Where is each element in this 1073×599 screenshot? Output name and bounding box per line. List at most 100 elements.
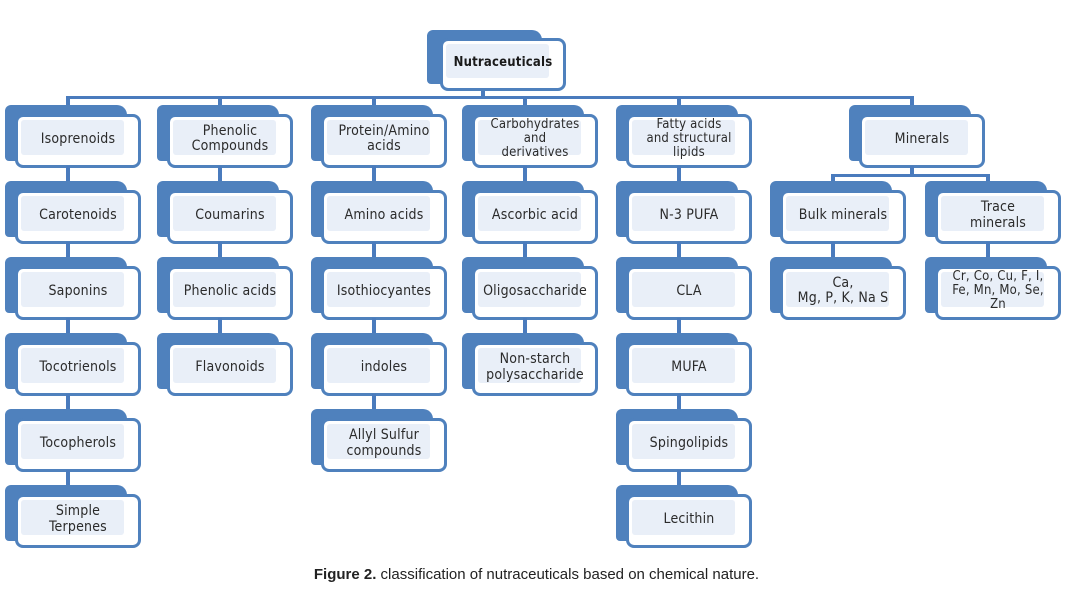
node-box: Carbohydrates and derivatives [472, 114, 598, 168]
caption-text: classification of nutraceuticals based o… [376, 566, 760, 583]
node-label: Minerals [894, 130, 950, 147]
node-panel [327, 424, 430, 459]
category-node-protein-amino-acids: Protein/Amino acids [311, 105, 447, 168]
node-box: Oligosaccharide [472, 266, 598, 320]
node-label: Oligosaccharide [483, 283, 587, 299]
item-node-carotenoids: Carotenoids [5, 181, 141, 244]
node-box: Amino acids [321, 190, 447, 244]
node-label: Lecithin [663, 511, 715, 527]
node-label: Simple Terpenes [49, 503, 107, 535]
node-label: Phenolic Compounds [191, 123, 269, 154]
connector-vertical [218, 242, 222, 259]
node-panel [632, 272, 735, 307]
connector-vertical [677, 318, 681, 335]
category-node-carbohydrates-and-derivatives: Carbohydrates and derivatives [462, 105, 598, 168]
connector-minerals-bus [831, 173, 990, 177]
node-label: Isothiocyantes [336, 283, 432, 299]
node-label: Phenolic acids [183, 283, 277, 299]
node-label: Nutraceuticals [453, 54, 553, 70]
node-label: Ascorbic acid [491, 207, 579, 223]
node-box: Flavonoids [167, 342, 293, 396]
node-label: Tocotrienols [39, 359, 117, 375]
subgroup-node-bulk-minerals: Bulk minerals [770, 181, 906, 244]
connector-vertical [218, 318, 222, 335]
node-box: Isothiocyantes [321, 266, 447, 320]
item-node-lecithin: Lecithin [616, 485, 752, 548]
item-node-coumarins: Coumarins [157, 181, 293, 244]
figure-caption: Figure 2. classification of nutraceutica… [0, 566, 1073, 583]
node-panel [786, 196, 889, 231]
node-panel [632, 120, 735, 155]
node-label: Carbohydrates and derivatives [490, 117, 580, 160]
node-panel [941, 196, 1044, 231]
node-box: Non-starch polysaccharide [472, 342, 598, 396]
mineral-list-node-bulk: Ca, Mg, P, K, Na S [770, 257, 906, 320]
node-panel [327, 272, 430, 307]
connector-vertical [66, 318, 70, 335]
node-panel [173, 348, 276, 383]
connector-vertical [677, 394, 681, 411]
node-panel [941, 272, 1044, 307]
connector-vertical [986, 175, 990, 183]
item-node-allyl-sulfur-compounds: Allyl Sulfur compounds [311, 409, 447, 472]
mineral-list-node-trace: Cr, Co, Cu, F, I, Fe, Mn, Mo, Se, Zn [925, 257, 1061, 320]
item-node-amino-acids: Amino acids [311, 181, 447, 244]
connector-vertical [523, 242, 527, 259]
node-label: Cr, Co, Cu, F, I, Fe, Mn, Mo, Se, Zn [952, 269, 1044, 312]
item-node-flavonoids: Flavonoids [157, 333, 293, 396]
node-box: Saponins [15, 266, 141, 320]
connector-vertical [831, 242, 835, 259]
node-box: Tocopherols [15, 418, 141, 472]
node-box: Simple Terpenes [15, 494, 141, 548]
connector-vertical [677, 470, 681, 487]
connector-vertical [677, 242, 681, 259]
node-label: Bulk minerals [798, 207, 888, 223]
node-label: indoles [360, 359, 408, 375]
node-panel [21, 196, 124, 231]
node-panel [173, 272, 276, 307]
item-node-cla: CLA [616, 257, 752, 320]
node-box: Nutraceuticals [440, 38, 566, 91]
node-label: Fatty acids and structural lipids [646, 117, 732, 160]
node-label: Allyl Sulfur compounds [346, 427, 422, 459]
node-label: Saponins [48, 283, 108, 299]
item-node-indoles: indoles [311, 333, 447, 396]
node-label: Trace minerals [969, 199, 1027, 231]
node-box: Carotenoids [15, 190, 141, 244]
node-panel [21, 348, 124, 383]
node-box: MUFA [626, 342, 752, 396]
connector-bus-drop [66, 97, 70, 107]
node-label: N-3 PUFA [659, 207, 719, 223]
node-panel [446, 44, 549, 78]
connector-vertical [986, 242, 990, 259]
connector-vertical [831, 175, 835, 183]
node-panel [173, 196, 276, 231]
node-panel [327, 196, 430, 231]
connector-bus-drop [218, 97, 222, 107]
node-box: Fatty acids and structural lipids [626, 114, 752, 168]
node-box: Cr, Co, Cu, F, I, Fe, Mn, Mo, Se, Zn [935, 266, 1061, 320]
connector-main-bus [66, 95, 914, 99]
item-node-ascorbic-acid: Ascorbic acid [462, 181, 598, 244]
node-panel [173, 120, 276, 155]
item-node-oligosaccharide: Oligosaccharide [462, 257, 598, 320]
node-panel [865, 120, 968, 155]
connector-vertical [66, 166, 70, 183]
node-label: Non-starch polysaccharide [486, 351, 584, 383]
item-node-isothiocyantes: Isothiocyantes [311, 257, 447, 320]
item-node-tocopherols: Tocopherols [5, 409, 141, 472]
connector-vertical [372, 394, 376, 411]
node-box: Phenolic Compounds [167, 114, 293, 168]
node-panel [632, 500, 735, 535]
category-node-phenolic-compounds: Phenolic Compounds [157, 105, 293, 168]
node-panel [21, 424, 124, 459]
node-box: Tocotrienols [15, 342, 141, 396]
node-box: indoles [321, 342, 447, 396]
connector-vertical [372, 318, 376, 335]
node-box: N-3 PUFA [626, 190, 752, 244]
connector-vertical [523, 166, 527, 183]
connector-bus-drop [910, 97, 914, 107]
node-box: Minerals [859, 114, 985, 168]
caption-label: Figure 2. [313, 566, 377, 583]
